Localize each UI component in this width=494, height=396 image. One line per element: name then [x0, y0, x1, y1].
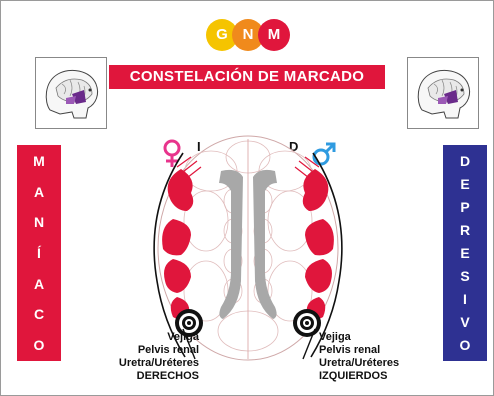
- left-label-line-3: Uretra/Uréteres: [118, 357, 199, 369]
- left-pointer-line: [182, 328, 196, 360]
- left-label-line-1: Vejiga: [167, 331, 199, 343]
- maniaco-letter: A: [33, 183, 45, 200]
- depresivo-letter: V: [460, 314, 470, 330]
- depresivo-letter: O: [459, 337, 471, 353]
- maniaco-letter: O: [33, 336, 45, 353]
- left-label-line-4: DERECHOS: [136, 370, 199, 382]
- right-organ-label: Vejiga Pelvis renal Uretra/Uréteres IZQU…: [319, 331, 429, 383]
- hemisphere-left-letter: I: [197, 139, 201, 154]
- right-label-line-4: IZQUIERDOS: [319, 370, 388, 382]
- brain-right-image: [407, 57, 479, 129]
- depresivo-letter: E: [460, 245, 470, 261]
- maniaco-letter: C: [33, 306, 45, 323]
- depresivo-letter: R: [459, 222, 471, 238]
- hemisphere-right-letter: D: [289, 139, 299, 154]
- female-sign-icon: [163, 139, 181, 167]
- male-sign-icon: [312, 142, 336, 166]
- target-left-icon: [175, 309, 203, 337]
- right-label-line-3: Uretra/Uréteres: [319, 357, 400, 369]
- gnm-logo: G N M: [206, 19, 290, 51]
- right-label-line-1: Vejiga: [319, 331, 351, 343]
- left-label-line-2: Pelvis renal: [137, 344, 199, 356]
- depresivo-letter: P: [460, 199, 470, 215]
- maniaco-letter: M: [33, 153, 45, 169]
- depresivo-letter: D: [459, 153, 471, 169]
- depresivo-letter: I: [463, 291, 467, 307]
- logo-letter-m: M: [258, 19, 290, 51]
- depresivo-letter: E: [460, 176, 470, 192]
- depresivo-letter: S: [460, 268, 470, 284]
- page-title: CONSTELACIÓN DE MARCADO: [109, 65, 385, 89]
- maniaco-letter: Í: [37, 244, 41, 261]
- hatched-areas: [176, 156, 320, 182]
- maniaco-letter: N: [33, 214, 45, 231]
- right-pointer-line: [302, 328, 316, 360]
- brain-left-image: [35, 57, 107, 129]
- right-label-line-2: Pelvis renal: [319, 344, 381, 356]
- maniaco-letter: A: [33, 275, 45, 292]
- ventricles: [219, 169, 277, 319]
- brain-section-diagram: [153, 135, 343, 361]
- left-organ-label: Vejiga Pelvis renal Uretra/Uréteres DERE…: [91, 331, 199, 383]
